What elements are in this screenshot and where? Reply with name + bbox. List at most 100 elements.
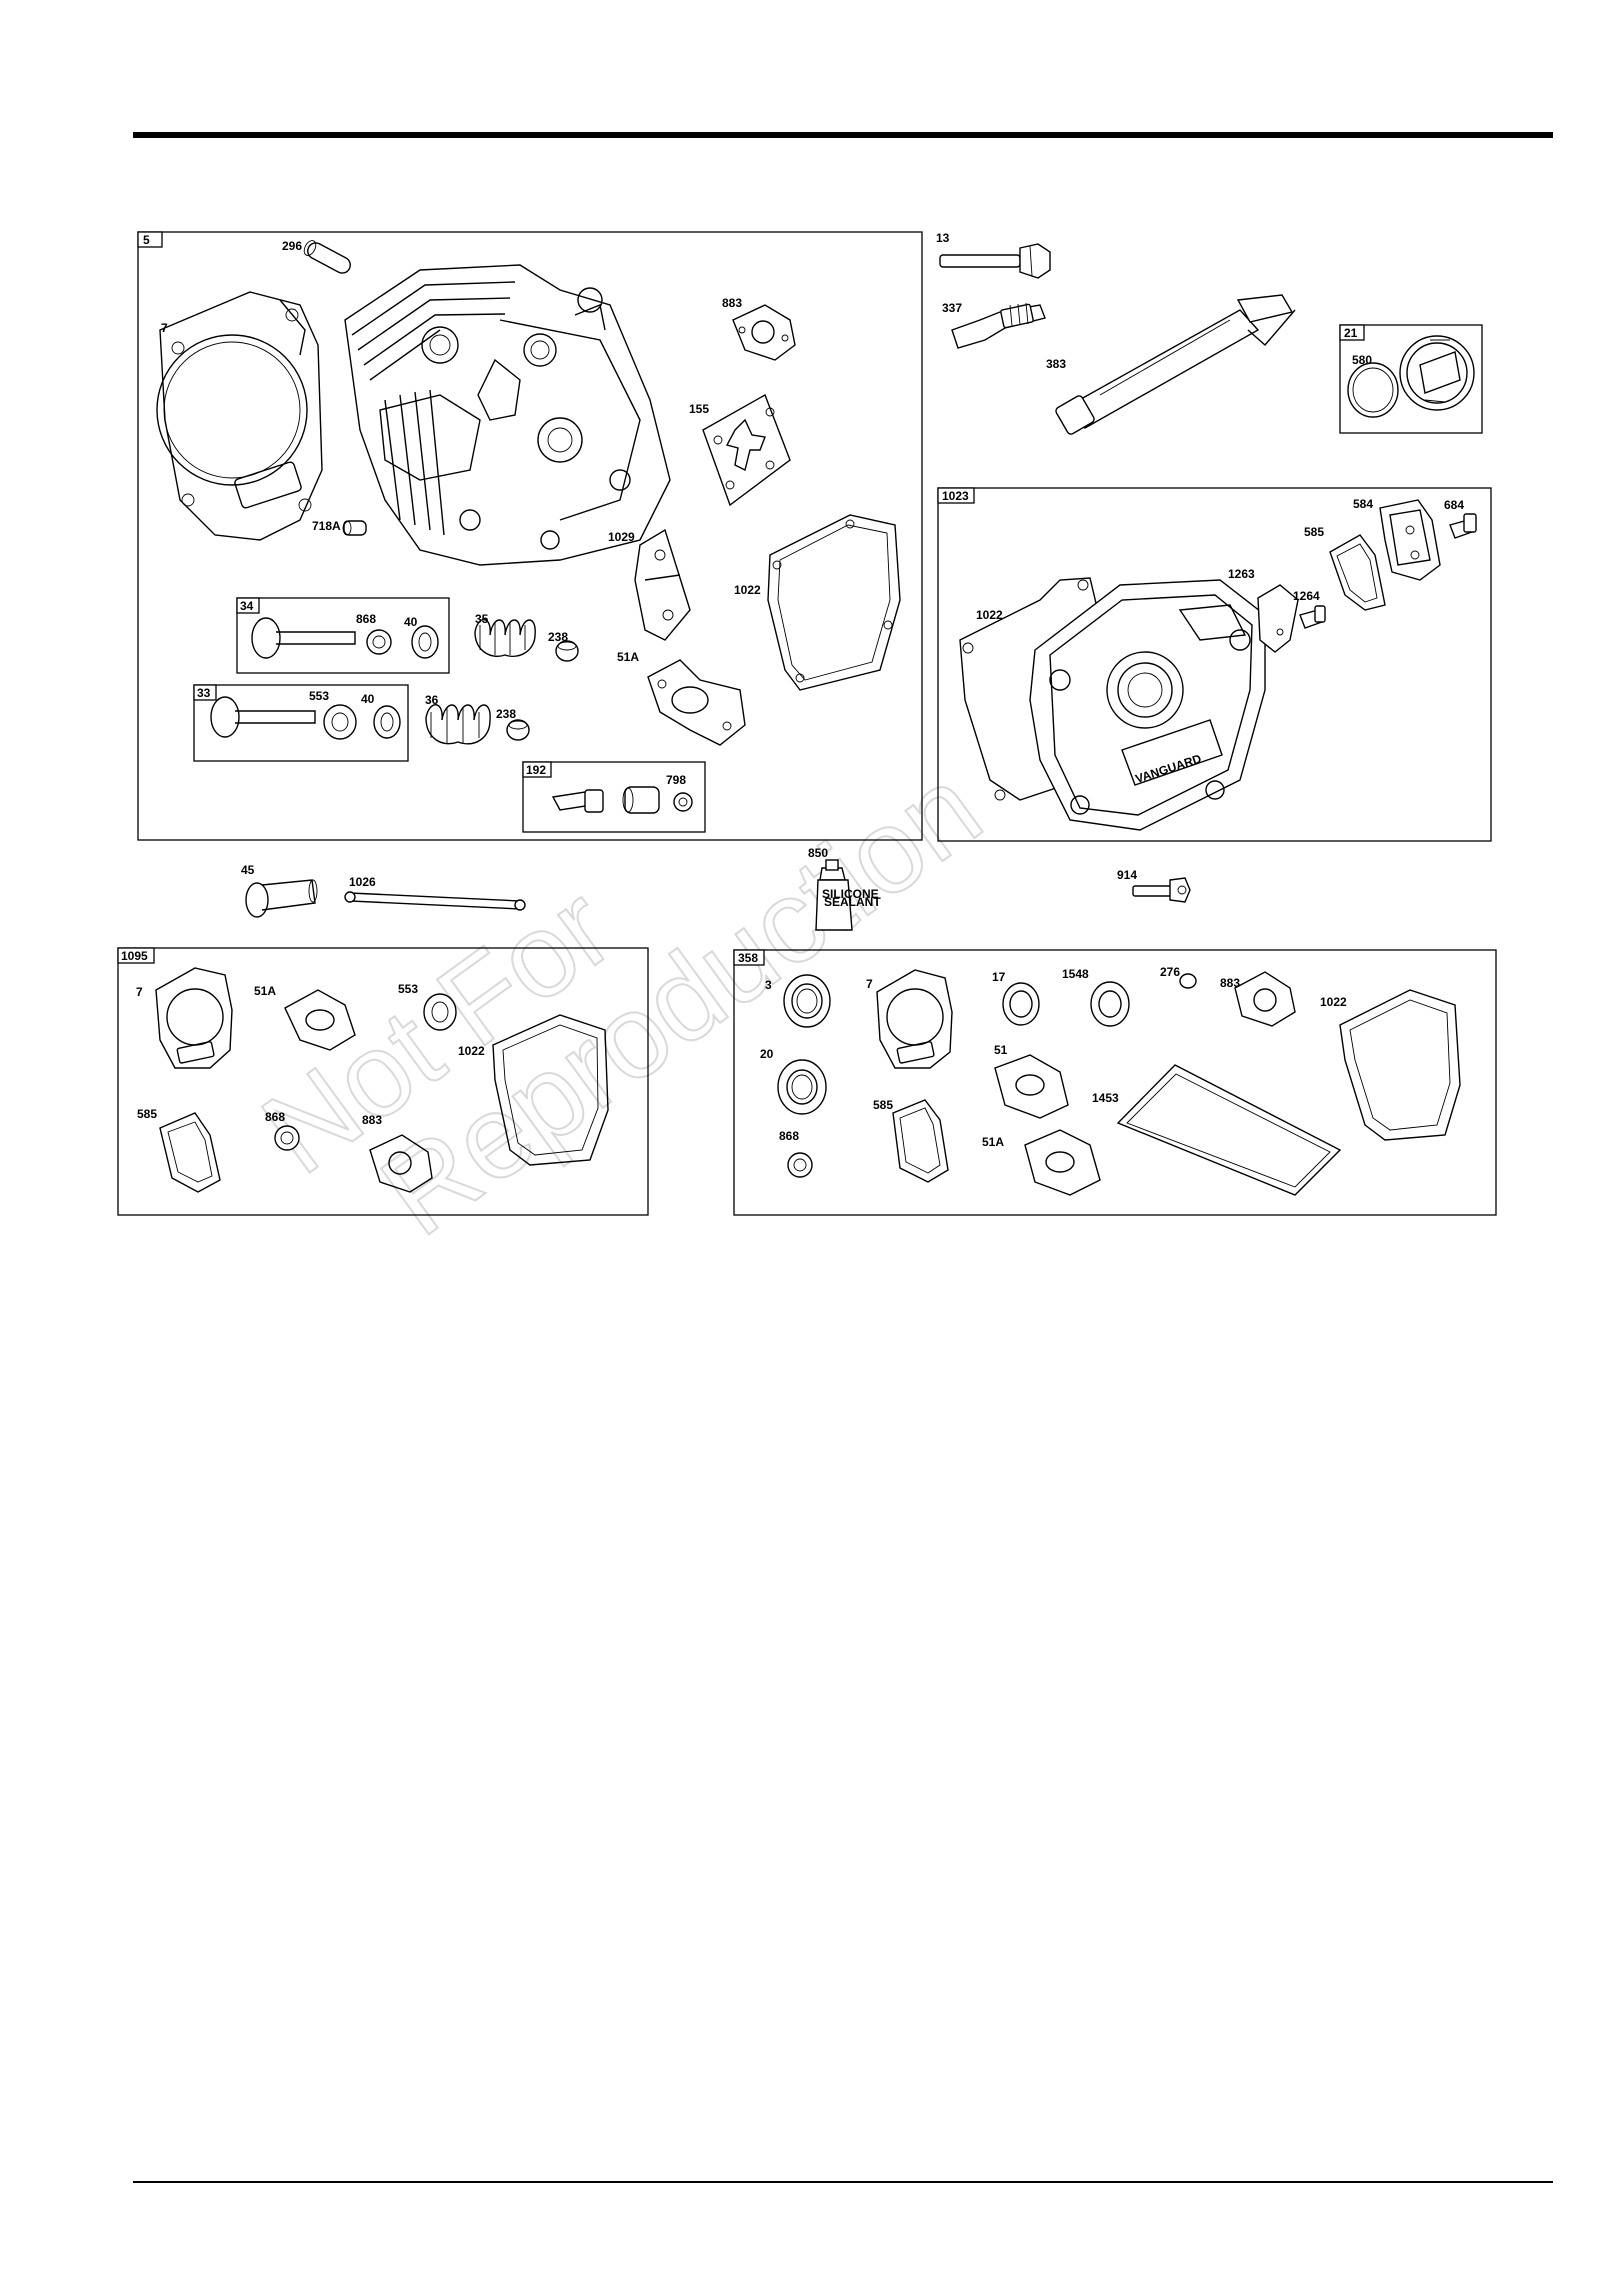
callout-36: 36 (425, 693, 439, 707)
group-tag-21: 21 (1340, 325, 1364, 340)
callout-13: 13 (936, 231, 950, 245)
bolt-13-icon (940, 244, 1050, 278)
group-tag-1095: 1095 (118, 948, 154, 963)
callout-585-c: 585 (873, 1098, 893, 1112)
callout-1548: 1548 (1062, 967, 1089, 981)
push-rod-1026-icon (345, 892, 525, 910)
retainer-238-icon (556, 641, 578, 661)
seal-553-1095-icon (424, 994, 456, 1030)
breather-cover-584-icon (1380, 500, 1440, 580)
spark-plug-icon (952, 303, 1045, 348)
group-tag-192: 192 (523, 762, 551, 777)
watermark: Not For Reproduction (240, 645, 1005, 1297)
callout-883-b: 883 (362, 1113, 382, 1127)
retainer-238-b-icon (507, 720, 529, 740)
callout-35: 35 (475, 612, 489, 626)
callout-40-b: 40 (361, 692, 375, 706)
group-tag-5: 5 (138, 232, 162, 247)
intake-plate-155-icon (703, 395, 790, 505)
callout-883-c: 883 (1220, 976, 1240, 990)
svg-text:21: 21 (1344, 326, 1358, 340)
head-gasket-1095-icon (156, 968, 232, 1068)
callout-3: 3 (765, 978, 772, 992)
svg-text:1095: 1095 (121, 949, 148, 963)
callout-553-b: 553 (398, 982, 418, 996)
callout-883: 883 (722, 296, 742, 310)
group-tag-1023: 1023 (938, 488, 974, 503)
spark-plug-wrench-icon (1055, 295, 1295, 435)
breather-gasket-585-358-icon (893, 1100, 948, 1182)
callout-585: 585 (1304, 525, 1324, 539)
callout-238: 238 (548, 630, 568, 644)
group-tag-358: 358 (734, 950, 764, 965)
callout-296: 296 (282, 239, 302, 253)
callout-17: 17 (992, 970, 1006, 984)
callout-276: 276 (1160, 965, 1180, 979)
callout-51a-b: 51A (254, 984, 276, 998)
callout-584: 584 (1353, 497, 1373, 511)
group-tag-33: 33 (194, 685, 216, 700)
callout-20: 20 (760, 1047, 774, 1061)
svg-text:1023: 1023 (942, 489, 969, 503)
exhaust-gasket-883-358-icon (1235, 972, 1295, 1026)
valve-cover-gasket-icon (768, 515, 900, 690)
screw-684-icon (1450, 514, 1476, 538)
rocker-cover-gasket-1453-icon (1118, 1065, 1340, 1195)
exhaust-gasket-883-icon (733, 305, 795, 360)
valve-lifter-45-icon (246, 880, 317, 917)
seal-868-358-icon (788, 1153, 812, 1177)
callout-1029: 1029 (608, 530, 635, 544)
callout-798: 798 (666, 773, 686, 787)
callout-1453: 1453 (1092, 1091, 1119, 1105)
callout-1264: 1264 (1293, 589, 1320, 603)
callout-580: 580 (1352, 353, 1372, 367)
callout-51: 51 (994, 1043, 1008, 1057)
oil-fill-cap-icon (1348, 336, 1474, 417)
oil-seal-20-icon (778, 1060, 826, 1114)
footer-rule (133, 2181, 1553, 2183)
valve-cover-icon: VANGUARD (1030, 580, 1265, 830)
screw-1264-icon (1300, 606, 1325, 628)
callout-684: 684 (1444, 498, 1464, 512)
oil-seal-17-icon (1003, 983, 1039, 1025)
valve-spring-36-icon (426, 705, 490, 744)
callout-914: 914 (1117, 868, 1137, 882)
breather-seal-1263-icon (1258, 585, 1298, 652)
callout-1026: 1026 (349, 875, 376, 889)
stud-192-icon (553, 787, 692, 813)
oil-seal-3-icon (784, 975, 830, 1027)
callout-868-b: 868 (265, 1110, 285, 1124)
callout-1022-c: 1022 (458, 1044, 485, 1058)
svg-text:33: 33 (197, 686, 211, 700)
oil-seal-1548-icon (1091, 982, 1129, 1026)
callout-718a: 718A (312, 519, 341, 533)
head-gasket-358-icon (877, 970, 952, 1068)
rocker-plate-1029-icon (635, 530, 690, 640)
callout-7: 7 (161, 321, 168, 335)
callout-1022: 1022 (734, 583, 761, 597)
callout-7-b: 7 (136, 985, 143, 999)
callout-238-b: 238 (496, 707, 516, 721)
gasket-51-icon (995, 1055, 1068, 1118)
sealant-tube-label-2: SEALANT (824, 895, 881, 909)
pin-718a-icon (343, 521, 366, 535)
callout-1263: 1263 (1228, 567, 1255, 581)
callout-1022-d: 1022 (1320, 995, 1347, 1009)
callout-383: 383 (1046, 357, 1066, 371)
svg-text:192: 192 (526, 763, 546, 777)
group-tag-34: 34 (237, 598, 259, 613)
cylinder-head-icon (345, 265, 670, 565)
callout-7-c: 7 (866, 977, 873, 991)
svg-text:34: 34 (240, 599, 254, 613)
breather-gasket-585-icon (1330, 535, 1385, 610)
svg-text:5: 5 (143, 233, 150, 247)
gasket-51a-icon (648, 660, 745, 745)
callout-337: 337 (942, 301, 962, 315)
callout-585-b: 585 (137, 1107, 157, 1121)
callout-40: 40 (404, 615, 418, 629)
callout-51a: 51A (617, 650, 639, 664)
callout-1022-b: 1022 (976, 608, 1003, 622)
bolt-914-icon (1133, 878, 1190, 902)
breather-gasket-585-1095-icon (160, 1113, 220, 1192)
